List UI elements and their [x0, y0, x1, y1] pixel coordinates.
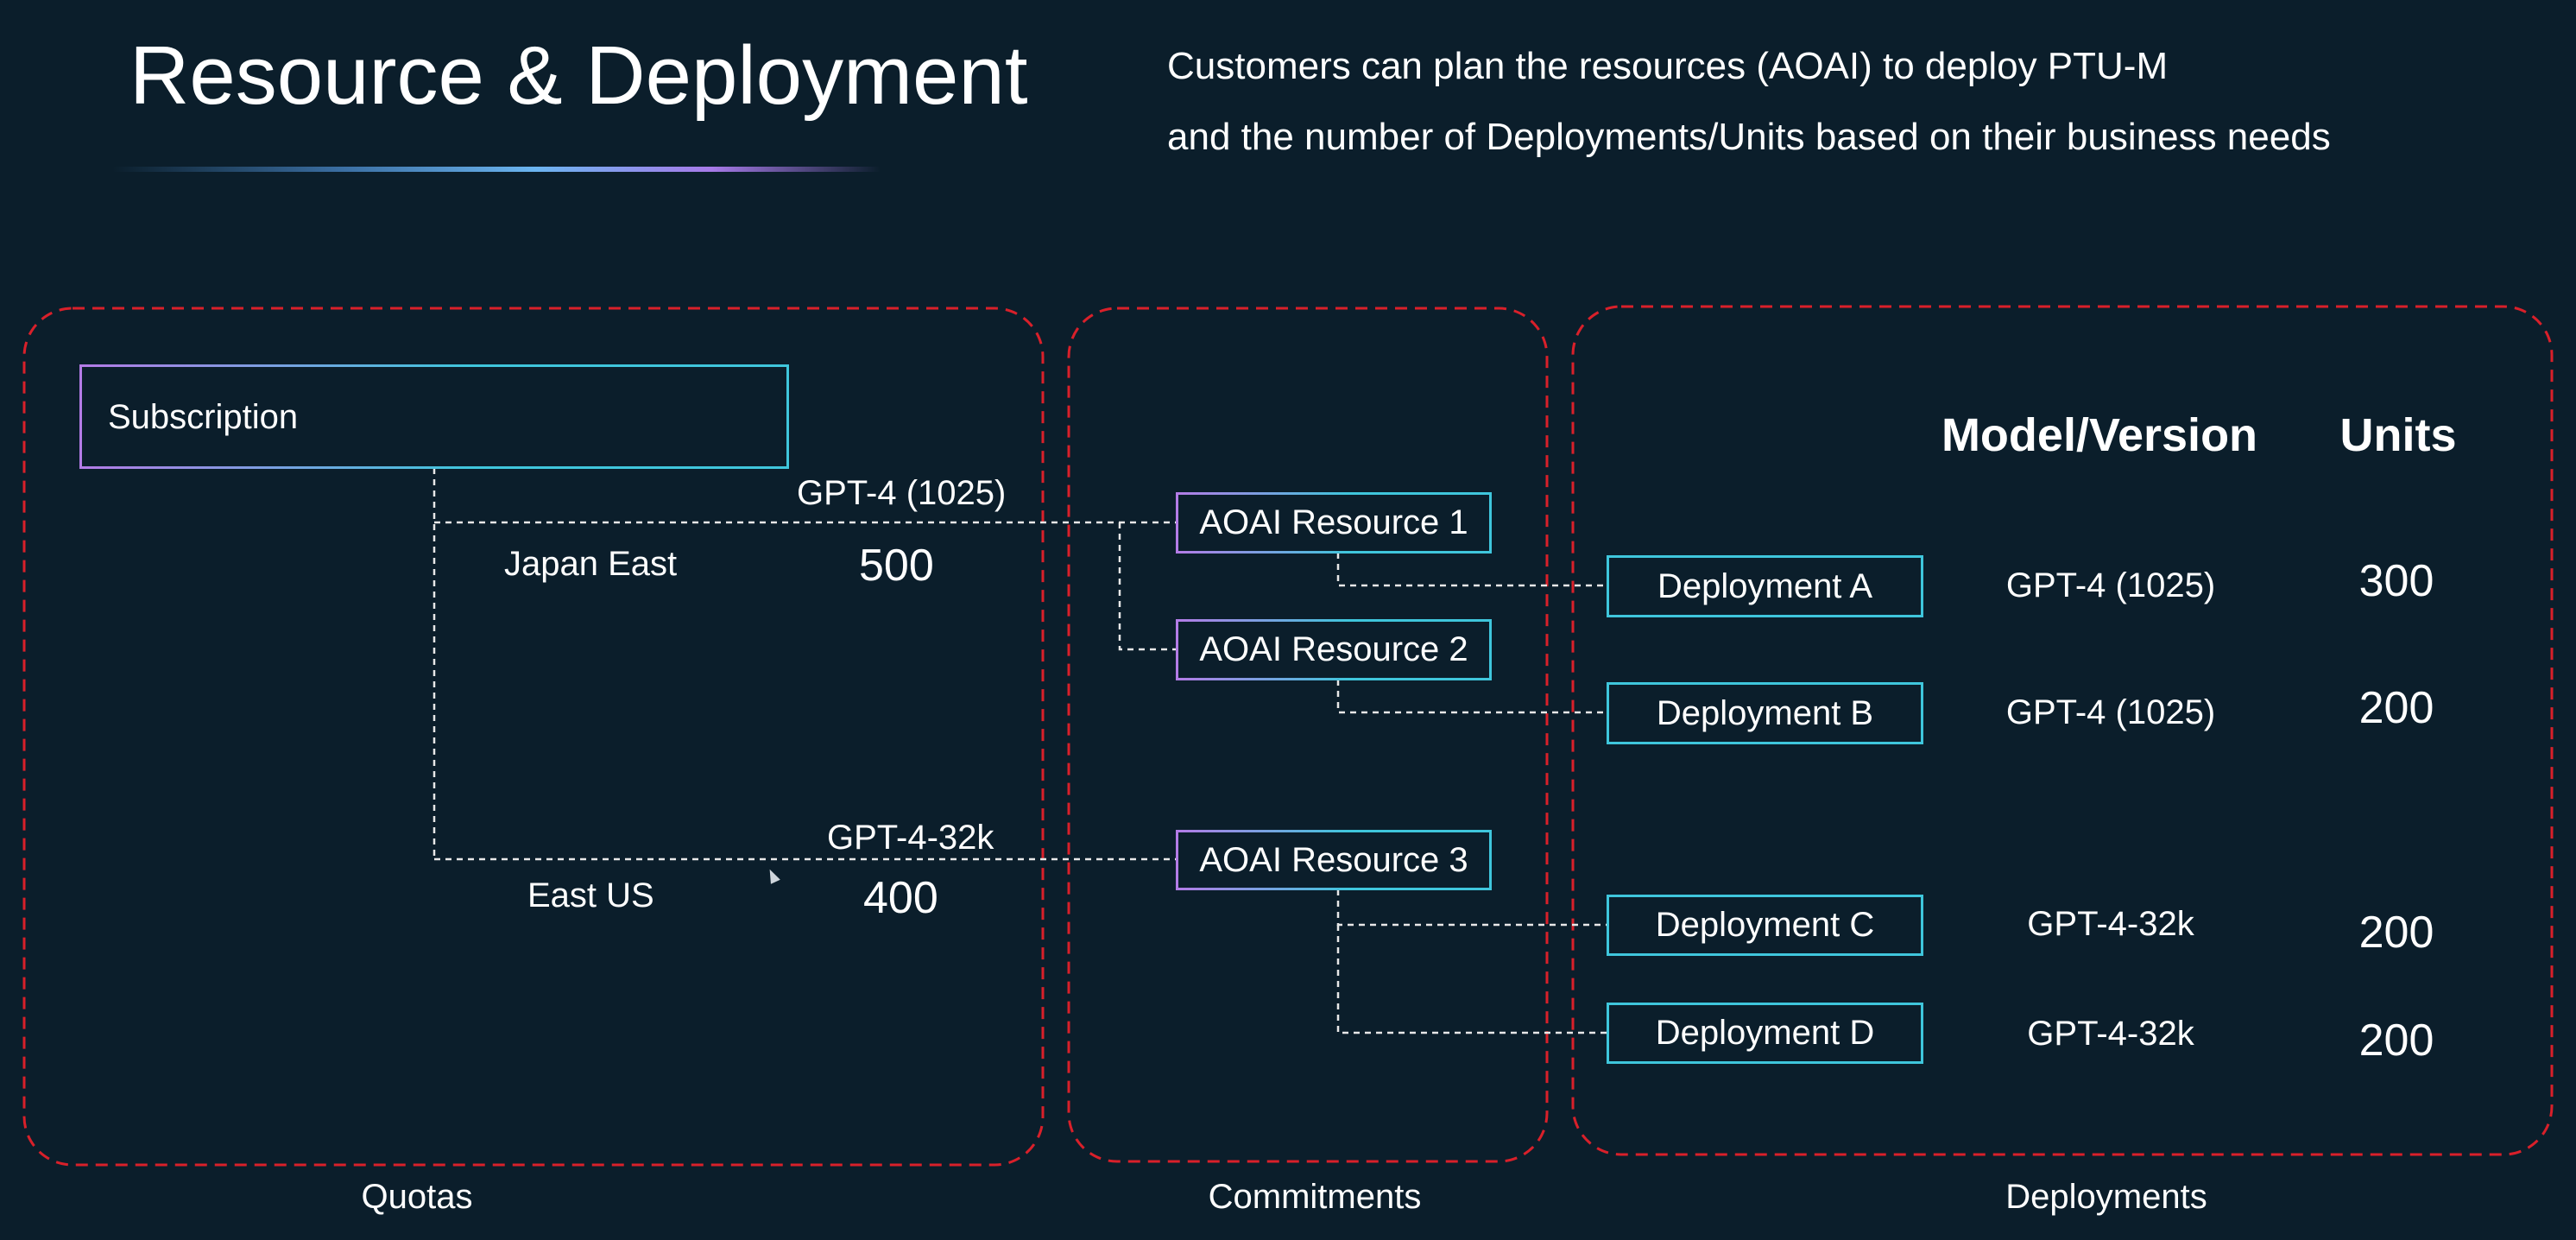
deployment-d-label: Deployment D: [1655, 1014, 1875, 1052]
deployment-b-units: 200: [2358, 683, 2434, 733]
deployment-c-model: GPT-4-32k: [2027, 905, 2194, 943]
aoai-resource-3-label: AOAI Resource 3: [1199, 840, 1468, 879]
deployment-b-model: GPT-4 (1025): [2005, 693, 2216, 731]
deployment-b-box: Deployment B: [1607, 682, 1923, 744]
deployment-a-label: Deployment A: [1657, 566, 1873, 605]
deployment-d-units: 200: [2358, 1015, 2434, 1066]
model-version-header: Model/Version: [1941, 409, 2258, 461]
aoai-resource-3: AOAI Resource 3: [1176, 830, 1492, 890]
aoai-resource-1: AOAI Resource 1: [1176, 492, 1492, 554]
quota-region-east-us: East US: [527, 876, 654, 914]
units-header: Units: [2339, 409, 2457, 461]
deployment-c-units: 200: [2358, 908, 2434, 958]
quota-model-gpt4-32k: GPT-4-32k: [827, 819, 994, 857]
subtitle-line-2: and the number of Deployments/Units base…: [1167, 116, 2331, 158]
quotas-section-label: Quotas: [361, 1178, 473, 1216]
deployment-a-units: 300: [2358, 556, 2434, 606]
subscription-label: Subscription: [108, 397, 299, 436]
aoai-resource-2-label: AOAI Resource 2: [1199, 630, 1468, 668]
deployments-section-frame: [1571, 305, 2554, 1156]
commitments-section-frame: [1067, 307, 1549, 1163]
aoai-resource-1-label: AOAI Resource 1: [1199, 503, 1468, 541]
commitments-section-label: Commitments: [1208, 1178, 1422, 1216]
subtitle-line-1: Customers can plan the resources (AOAI) …: [1167, 45, 2169, 87]
deployment-c-connector: [1336, 889, 1607, 927]
deployment-c-box: Deployment C: [1607, 895, 1923, 956]
deployment-a-model: GPT-4 (1025): [2005, 566, 2216, 604]
quota-model-gpt4: GPT-4 (1025): [797, 474, 1007, 512]
page-title: Resource & Deployment: [129, 29, 1028, 122]
aoai-resource-2: AOAI Resource 2: [1176, 619, 1492, 680]
quota-value-japan-east: 500: [859, 541, 934, 591]
deployment-d-connector: [1336, 925, 1607, 1034]
deployment-d-box: Deployment D: [1607, 1003, 1923, 1064]
deployment-c-label: Deployment C: [1655, 906, 1875, 944]
deployment-a-box: Deployment A: [1607, 555, 1923, 617]
title-underline: [112, 167, 881, 172]
deployment-a-connector: [1336, 553, 1607, 587]
resource-2-connector: [1118, 522, 1178, 651]
deployment-d-model: GPT-4-32k: [2027, 1015, 2194, 1053]
deployments-section-label: Deployments: [2005, 1178, 2207, 1216]
quota-region-japan-east: Japan East: [504, 545, 678, 583]
deployment-b-label: Deployment B: [1656, 693, 1874, 732]
deployment-b-connector: [1336, 680, 1607, 714]
quota-value-east-us: 400: [863, 873, 938, 923]
quotas-section-frame: [22, 307, 1045, 1167]
subscription-box: Subscription: [79, 364, 789, 469]
